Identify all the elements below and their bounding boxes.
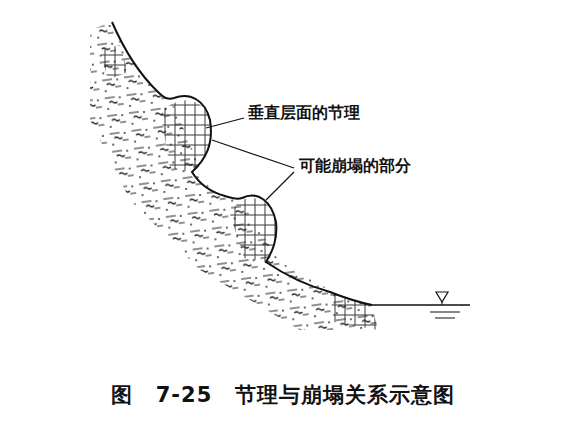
callout-label: 可能崩塌的部分 — [297, 156, 413, 175]
callout-label: 垂直层面的节理 — [246, 103, 362, 122]
figure-caption: 图 7-25 节理与崩塌关系示意图 — [111, 383, 454, 408]
